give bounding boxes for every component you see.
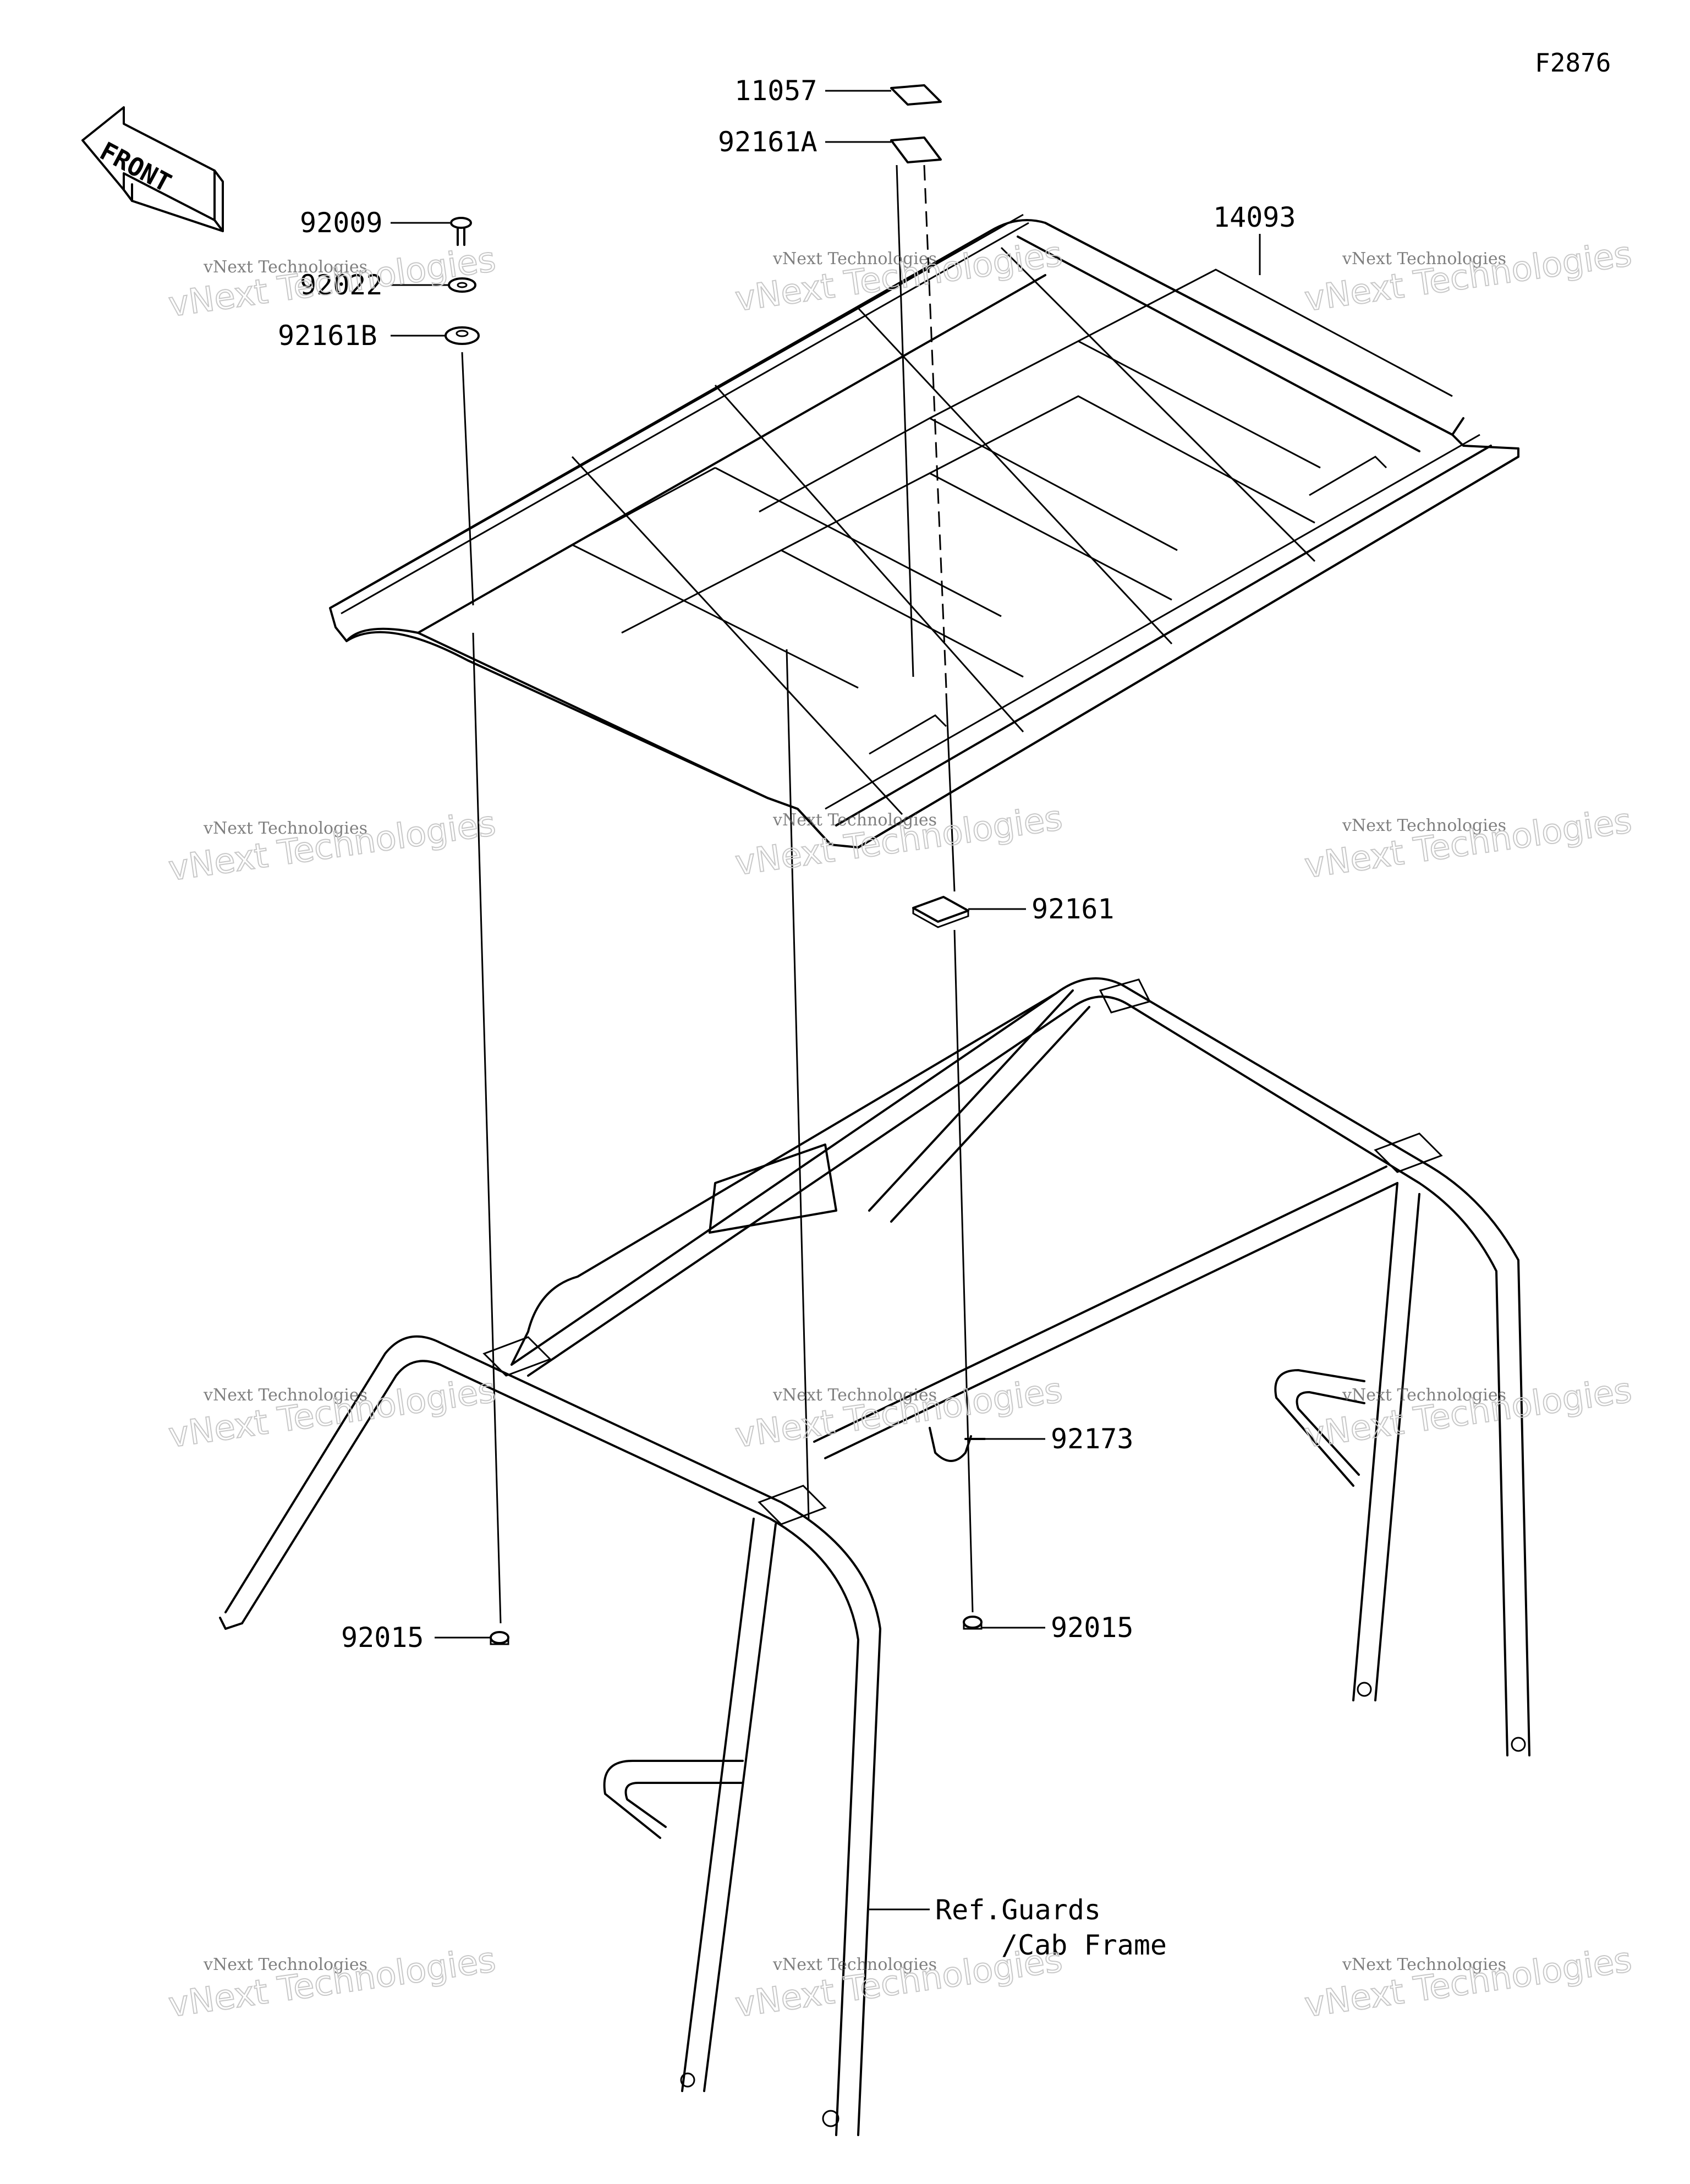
part-92009-bolt-icon xyxy=(450,217,472,246)
watermark-big: vNext Technologies xyxy=(166,1370,498,1455)
watermark-small: vNext Technologies xyxy=(203,819,367,838)
label-92161a: 92161A xyxy=(718,126,817,158)
watermark-big: vNext Technologies xyxy=(1302,1370,1634,1455)
cab-frame xyxy=(219,977,1530,2136)
part-92161a-pad xyxy=(890,136,942,163)
label-92161b: 92161B xyxy=(278,320,377,352)
roof-panel xyxy=(329,214,1519,849)
assembly-lines xyxy=(461,165,974,1624)
watermark-big: vNext Technologies xyxy=(1302,233,1634,319)
label-92015-right: 92015 xyxy=(1051,1612,1134,1644)
watermark-small: vNext Technologies xyxy=(1342,1955,1506,1974)
part-92015-right-nut-icon xyxy=(963,1616,983,1630)
watermark-small: vNext Technologies xyxy=(1342,249,1506,269)
label-92015-left: 92015 xyxy=(341,1622,424,1654)
watermark-small: vNext Technologies xyxy=(772,1386,937,1405)
watermark-small: vNext Technologies xyxy=(772,811,937,830)
part-11057-bracket xyxy=(890,84,942,106)
watermark-small: vNext Technologies xyxy=(203,1386,367,1405)
part-92015-left-nut-icon xyxy=(490,1631,509,1645)
watermark-small: vNext Technologies xyxy=(1342,1386,1506,1405)
label-92161: 92161 xyxy=(1031,893,1115,925)
watermarks: vNext Technologies vNext Technologies vN… xyxy=(166,233,1634,2026)
part-92161-pad-icon xyxy=(912,896,969,928)
watermark-small: vNext Technologies xyxy=(203,258,367,277)
watermark-small: vNext Technologies xyxy=(772,249,937,269)
watermark-big: vNext Technologies xyxy=(166,1939,498,2025)
watermark-big: vNext Technologies xyxy=(733,1939,1065,2025)
front-arrow-icon: FRONT xyxy=(81,106,224,232)
leader-lines xyxy=(391,90,1261,1911)
label-92009: 92009 xyxy=(300,207,383,239)
label-14093: 14093 xyxy=(1213,201,1296,233)
label-92173: 92173 xyxy=(1051,1423,1134,1455)
label-11057: 11057 xyxy=(734,75,817,107)
part-92173-clamp-icon xyxy=(929,1427,986,1462)
watermark-big: vNext Technologies xyxy=(1302,800,1634,886)
watermark-small: vNext Technologies xyxy=(1342,816,1506,835)
label-ref-line2: /Cab Frame xyxy=(1001,1929,1167,1961)
watermark-small: vNext Technologies xyxy=(203,1955,367,1974)
part-92022-washer-icon xyxy=(448,277,476,293)
watermark-big: vNext Technologies xyxy=(1302,1939,1634,2025)
watermark-big: vNext Technologies xyxy=(166,239,498,325)
figure-number: F2876 xyxy=(1535,48,1611,78)
part-92161b-washer-icon xyxy=(445,326,480,345)
watermark-small: vNext Technologies xyxy=(772,1955,937,1974)
watermark-big: vNext Technologies xyxy=(733,1370,1065,1455)
label-ref-line1: Ref.Guards xyxy=(935,1894,1101,1926)
label-92022: 92022 xyxy=(300,269,383,301)
watermark-big: vNext Technologies xyxy=(166,803,498,889)
